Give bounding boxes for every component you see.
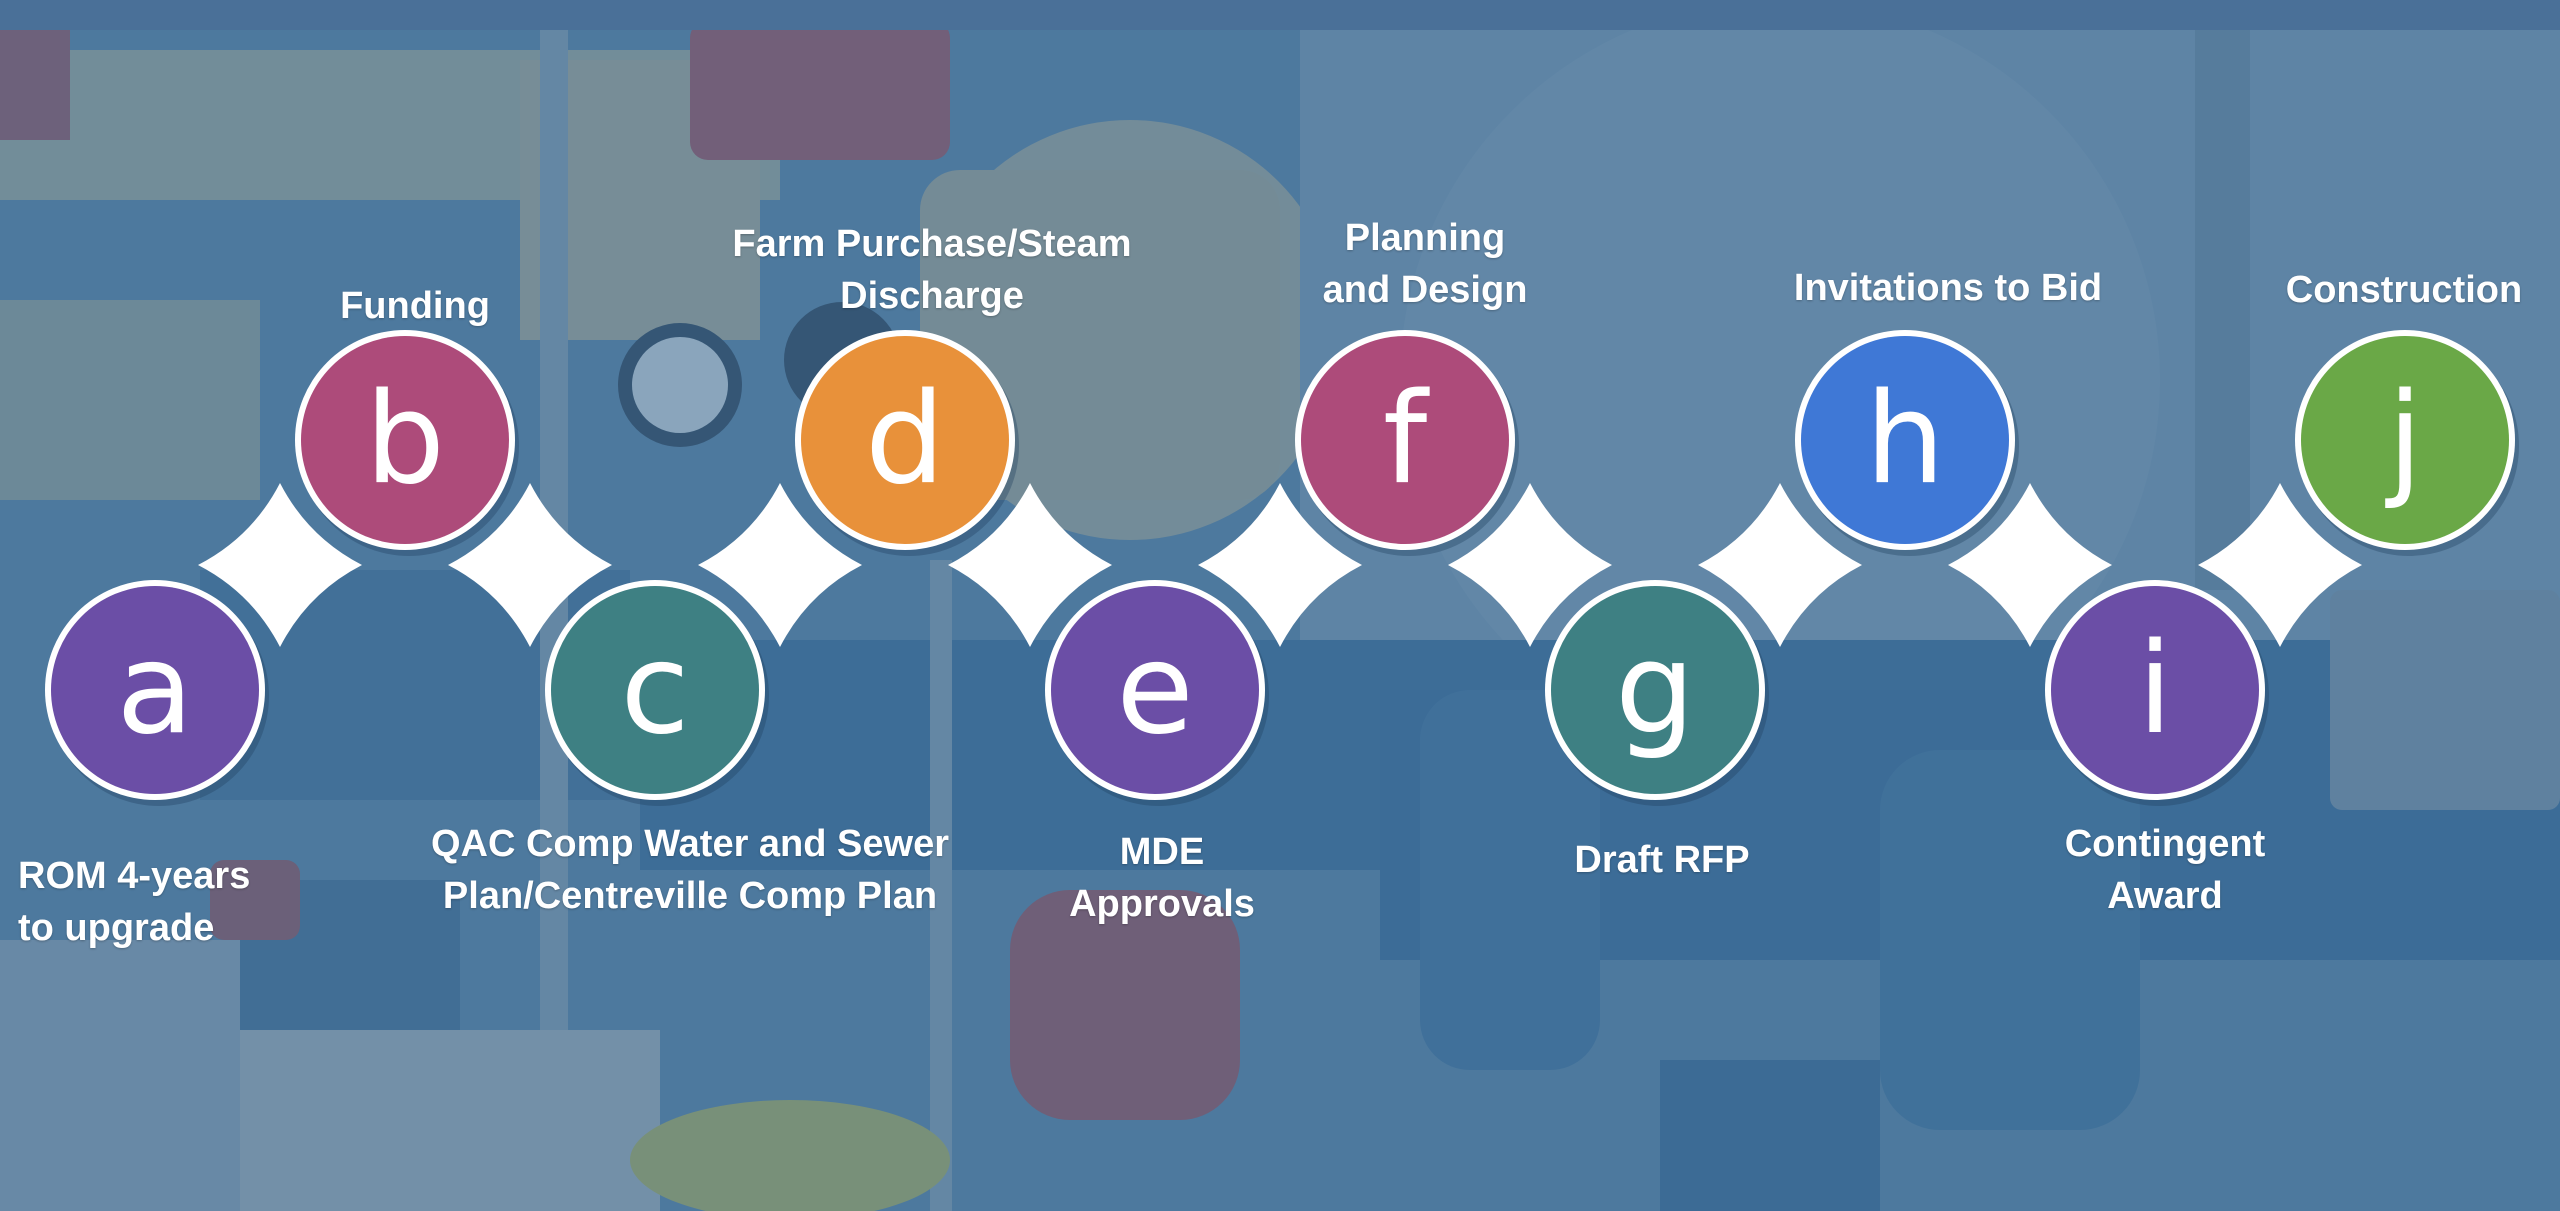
step-letter: f — [1383, 365, 1430, 512]
step-label-h: Invitations to Bid — [1793, 267, 2103, 309]
step-letter: g — [1615, 615, 1695, 762]
step-label-b: Funding — [340, 285, 490, 327]
step-circle — [301, 336, 509, 544]
step-label-a: ROM 4-years to upgrade — [18, 855, 251, 949]
connector-star — [2198, 483, 2362, 647]
connector-star — [1198, 483, 1362, 647]
step-label-j: Construction — [2285, 269, 2523, 311]
connector-star — [448, 483, 612, 647]
step-node-e: e — [1045, 580, 1269, 806]
connector-star — [1448, 483, 1612, 647]
step-node-i: i — [2045, 580, 2269, 806]
step-circle — [51, 586, 259, 794]
step-node-g: g — [1545, 580, 1769, 806]
connector-star — [198, 483, 362, 647]
step-node-h: h — [1795, 330, 2019, 556]
timeline-connectors — [198, 483, 2362, 647]
step-letter: c — [620, 615, 689, 762]
step-letter: e — [1116, 615, 1194, 762]
step-letter: d — [865, 365, 945, 512]
step-circle — [1301, 336, 1509, 544]
top-bar — [0, 0, 2560, 30]
step-letter: j — [2384, 365, 2422, 512]
step-letter: i — [2137, 615, 2172, 762]
step-circle — [801, 336, 1009, 544]
step-node-j: j — [2295, 330, 2519, 556]
connector-star — [1698, 483, 1862, 647]
step-label-g: Draft RFP — [1574, 839, 1750, 881]
step-label-c: QAC Comp Water and Sewer Plan/Centrevill… — [430, 823, 950, 917]
step-circle — [1051, 586, 1259, 794]
timeline-nodes: a b c d e f g h i j — [45, 330, 2519, 806]
step-circle — [1801, 336, 2009, 544]
connector-star — [948, 483, 1112, 647]
step-circle — [2301, 336, 2509, 544]
step-node-a: a — [45, 580, 269, 806]
step-node-c: c — [545, 580, 769, 806]
step-circle — [2051, 586, 2259, 794]
connector-star — [698, 483, 862, 647]
step-letter: b — [365, 365, 445, 512]
step-letter: h — [1865, 365, 1945, 512]
step-circle — [1551, 586, 1759, 794]
connector-star — [1948, 483, 2112, 647]
step-node-f: f — [1295, 330, 1519, 556]
step-label-f: Planning and Design — [1322, 217, 1528, 311]
step-label-e: MDE Approvals — [1069, 831, 1255, 925]
step-label-i: Contingent Award — [2064, 823, 2266, 917]
step-letter: a — [116, 615, 193, 762]
step-label-d: Farm Purchase/Steam Discharge — [732, 223, 1132, 317]
step-circle — [551, 586, 759, 794]
step-node-d: d — [795, 330, 1019, 556]
step-node-b: b — [295, 330, 519, 556]
